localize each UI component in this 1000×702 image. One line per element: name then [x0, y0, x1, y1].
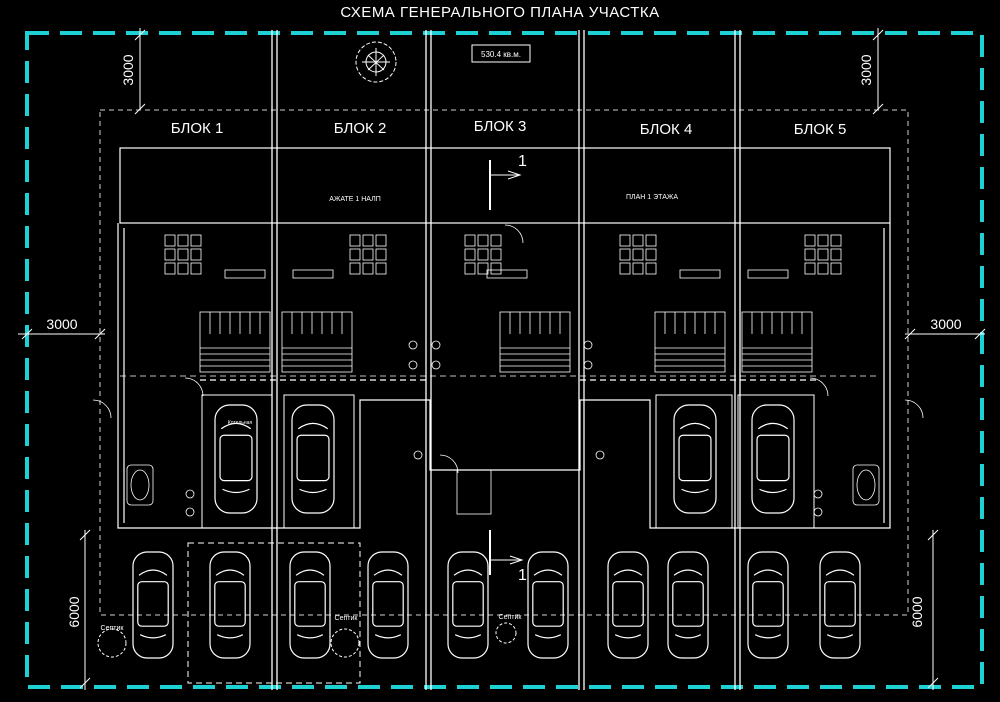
door-swing-3: [504, 224, 524, 244]
dining-set-1: [164, 234, 202, 275]
car-parked-5: [447, 551, 489, 659]
car-parked-2: [209, 551, 251, 659]
stairs-5: [741, 311, 813, 373]
building-outline: [117, 147, 891, 529]
fixture-11: [413, 450, 423, 460]
tree-icon: [355, 41, 397, 83]
car-garage-1: [214, 404, 258, 514]
stairs-1: [199, 311, 271, 373]
furniture-layer: [92, 224, 924, 529]
septic-tanks: [97, 622, 517, 658]
septic-label-3: Септик: [499, 614, 523, 621]
area-box: [471, 44, 531, 63]
dimension-mid-left: 3000: [46, 316, 77, 332]
car-parked-8: [667, 551, 709, 659]
stairs-2: [281, 311, 353, 373]
dimension-top-left: 3000: [120, 54, 136, 85]
boiler-room-label: Котельная: [228, 420, 252, 426]
car-parked-6: [527, 551, 569, 659]
bathtub-2: [852, 464, 880, 506]
stairs-3: [499, 311, 571, 373]
setback-line: [99, 109, 909, 616]
section-mark-bottom: [489, 530, 524, 575]
entrance-steps: [456, 469, 492, 515]
septic-label-1: Септик: [101, 625, 125, 632]
dining-set-5: [804, 234, 842, 275]
car-parked-3: [289, 551, 331, 659]
fixture-6: [431, 340, 441, 350]
dimension-top-right: 3000: [858, 54, 874, 85]
door-swing-1: [92, 399, 112, 419]
section-number-bottom: 1: [518, 567, 527, 584]
fixture-7: [408, 360, 418, 370]
fixture-9: [583, 340, 593, 350]
block-label-4: БЛОК 4: [640, 121, 693, 138]
counter-4: [679, 269, 721, 279]
block-label-2: БЛОК 2: [334, 120, 387, 137]
block-label-5: БЛОК 5: [794, 121, 847, 138]
counter-3: [486, 269, 528, 279]
dimension-bottom-left: 6000: [66, 596, 82, 627]
first-floor-plan-label: ПЛАН 1 ЭТАЖА: [626, 194, 678, 201]
car-parked-1: [132, 551, 174, 659]
fixture-10: [583, 360, 593, 370]
dimension-mid-right: 3000: [930, 316, 961, 332]
bathtub-1: [126, 464, 154, 506]
area-label: 530.4 кв.м.: [481, 50, 521, 59]
block-label-3: БЛОК 3: [474, 118, 527, 135]
drawing-title: СХЕМА ГЕНЕРАЛЬНОГО ПЛАНА УЧАСТКА: [340, 4, 659, 21]
plot-dividers: [271, 30, 741, 690]
dining-set-4: [619, 234, 657, 275]
stairs-4: [654, 311, 726, 373]
dining-set-2: [349, 234, 387, 275]
garage-2: [283, 394, 355, 529]
dining-set-3: [464, 234, 502, 275]
garage-1: [201, 394, 273, 529]
fixture-3: [813, 489, 823, 499]
parking-zone: [187, 542, 361, 684]
section-number-top: 1: [518, 153, 527, 170]
fixture-5: [408, 340, 418, 350]
cars-layer: [132, 404, 861, 659]
garage-4: [737, 394, 815, 529]
counter-1: [224, 269, 266, 279]
counter-2: [292, 269, 334, 279]
door-swing-6: [439, 454, 459, 474]
door-swing-4: [184, 377, 204, 397]
fixture-2: [185, 507, 195, 517]
door-swing-5: [809, 377, 829, 397]
car-garage-4: [751, 404, 795, 514]
car-parked-7: [607, 551, 649, 659]
fixture-8: [431, 360, 441, 370]
fixture-12: [595, 450, 605, 460]
dimension-bottom-right: 6000: [909, 596, 925, 627]
car-garage-2: [291, 404, 335, 514]
garage-3: [655, 394, 733, 529]
dimension-lines: [18, 28, 986, 690]
car-parked-4: [367, 551, 409, 659]
car-parked-10: [819, 551, 861, 659]
car-parked-9: [747, 551, 789, 659]
fixture-1: [185, 489, 195, 499]
septic-label-2: Септик: [335, 615, 359, 622]
car-garage-3: [673, 404, 717, 514]
section-mark-top: [489, 160, 522, 210]
counter-5: [747, 269, 789, 279]
mirrored-plan-label: АЖАТЕ 1 НАЛП: [329, 196, 381, 203]
site-boundary: [25, 31, 984, 689]
block-label-1: БЛОК 1: [171, 120, 224, 137]
door-swing-2: [904, 399, 924, 419]
fixture-4: [813, 507, 823, 517]
